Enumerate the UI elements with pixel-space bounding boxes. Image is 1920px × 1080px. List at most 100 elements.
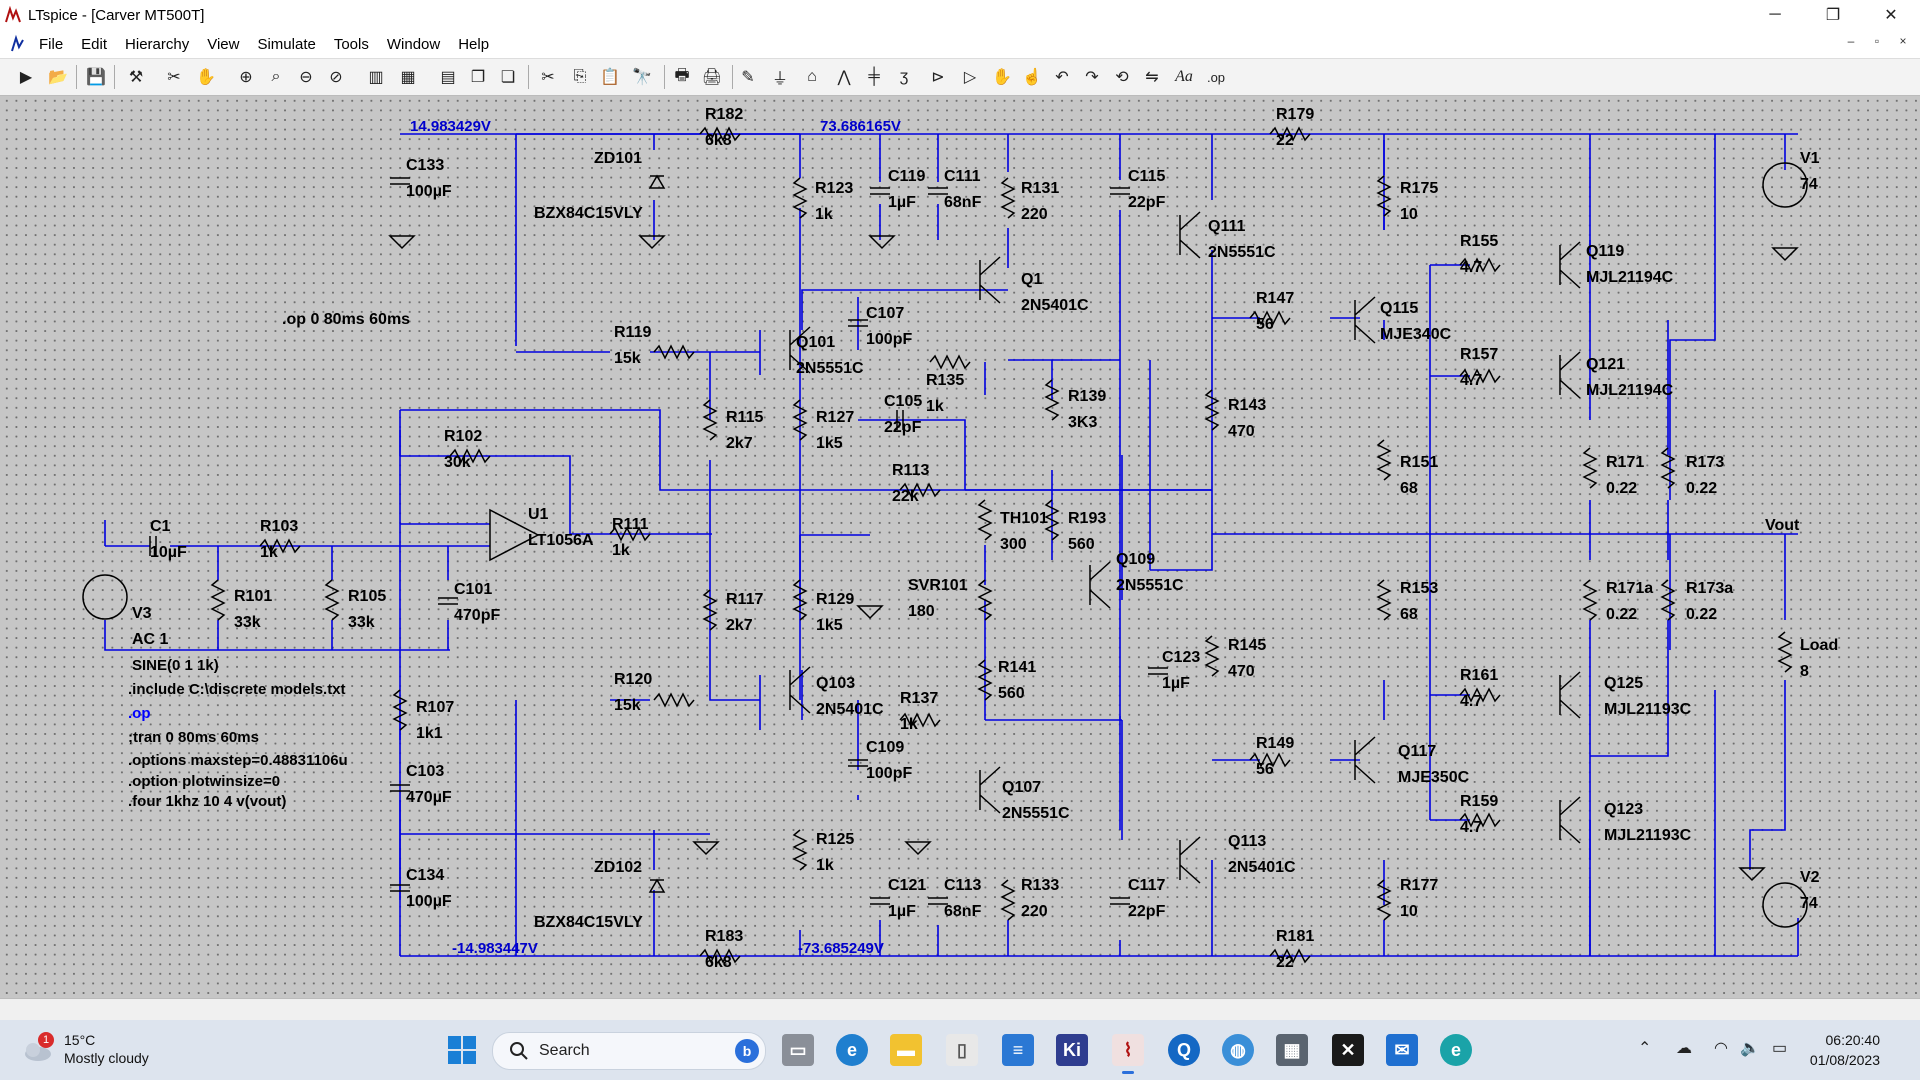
component-value-r113[interactable]: 22k [892, 488, 919, 505]
component-ref-r101[interactable]: R101 [234, 588, 272, 605]
component-value-q1[interactable]: 2N5401C [1021, 297, 1089, 314]
component-ref-q101[interactable]: Q101 [796, 334, 835, 351]
component-ref-q107[interactable]: Q107 [1002, 779, 1041, 796]
component-value-r151[interactable]: 68 [1400, 480, 1418, 497]
component-ref-r131[interactable]: R131 [1021, 180, 1059, 197]
component-value-r153[interactable]: 68 [1400, 606, 1418, 623]
restore-button[interactable]: ❐ [1825, 7, 1841, 24]
component-ref-r103[interactable]: R103 [260, 518, 298, 535]
component-ref-q119[interactable]: Q119 [1586, 243, 1624, 260]
component-ref-r153[interactable]: R153 [1400, 580, 1438, 597]
menu-tools[interactable]: Tools [333, 35, 369, 53]
component-ref-th101[interactable]: TH101 [1000, 510, 1048, 527]
clock[interactable]: 06:20:40 01/08/2023 [1810, 1030, 1880, 1070]
component-value-r107[interactable]: 1k1 [416, 725, 443, 742]
component-value-q121[interactable]: MJL21194C [1586, 382, 1674, 399]
component-value-c111[interactable]: 68nF [944, 194, 982, 211]
notepad-icon[interactable]: ▯ [946, 1034, 978, 1066]
component-value-c115[interactable]: 22pF [1128, 194, 1166, 211]
chevron-up-icon[interactable]: ⌃ [1638, 1040, 1652, 1057]
print-icon[interactable]: 🖶 [674, 66, 690, 84]
component-value-q113[interactable]: 2N5401C [1228, 859, 1296, 876]
component-ref-r102[interactable]: R102 [444, 428, 482, 445]
run-icon[interactable]: ▶ [19, 69, 33, 86]
component-ref-r143[interactable]: R143 [1228, 397, 1266, 414]
component-value-c121[interactable]: 1µF [888, 903, 916, 920]
bing-icon[interactable]: b [735, 1039, 759, 1063]
menu-edit[interactable]: Edit [81, 35, 108, 53]
component-ref-c107[interactable]: C107 [866, 305, 904, 322]
component-value-v3[interactable]: AC 1 [132, 631, 169, 648]
component-ref-svr101[interactable]: SVR101 [908, 577, 968, 594]
minimize-button[interactable]: ─ [1769, 6, 1781, 23]
component-ref-q111[interactable]: Q111 [1208, 218, 1245, 235]
component-ref-q1[interactable]: Q1 [1021, 271, 1042, 288]
ground-icon[interactable]: ⏚ [771, 71, 788, 88]
component-ref-r157[interactable]: R157 [1460, 346, 1498, 363]
component-ref-u1[interactable]: U1 [528, 506, 549, 523]
calculator-icon[interactable]: ▦ [1276, 1034, 1308, 1066]
component-value-svr101[interactable]: 180 [908, 603, 935, 620]
component-value-r182[interactable]: 6k8 [705, 132, 732, 149]
component-value-r127[interactable]: 1k5 [816, 435, 843, 452]
spice-directive-icon[interactable]: .op [1206, 69, 1226, 85]
start-button[interactable] [446, 1034, 478, 1066]
ltspice-taskbar-icon[interactable]: ⌇ [1112, 1034, 1144, 1074]
zoom-out-icon[interactable]: ⊖ [299, 69, 313, 86]
component-value-r119[interactable]: 15k [614, 350, 641, 367]
component-value-c103[interactable]: 470µF [406, 789, 452, 806]
component-ref-c121[interactable]: C121 [888, 877, 926, 894]
component-value-q119[interactable]: MJL21194C [1586, 269, 1674, 286]
component-ref-r175[interactable]: R175 [1400, 180, 1438, 197]
component-ref-c111[interactable]: C111 [944, 168, 981, 185]
component-value-q125[interactable]: MJL21193C [1604, 701, 1692, 718]
component-ref-r183[interactable]: R183 [705, 928, 743, 945]
cascade-icon[interactable]: ❏ [500, 69, 516, 86]
capcut-icon[interactable]: ✕ [1332, 1034, 1364, 1066]
component-ref-q115[interactable]: Q115 [1380, 300, 1418, 317]
mdi-restore-button[interactable]: ▫ [1874, 34, 1880, 48]
component-ref-zd102[interactable]: ZD102 [594, 859, 642, 876]
wifi-icon[interactable]: ◠ [1714, 1040, 1728, 1057]
component-value-r149[interactable]: 56 [1256, 761, 1274, 778]
tune-icon[interactable]: ▦ [400, 69, 416, 86]
source-text[interactable]: SINE(0 1 1k) [132, 657, 219, 674]
component-ref-r137[interactable]: R137 [900, 690, 938, 707]
component-value-r173[interactable]: 0.22 [1686, 480, 1717, 497]
component-value-r103[interactable]: 1k [260, 544, 278, 561]
component-value-u1[interactable]: LT1056A [528, 532, 594, 549]
component-ref-r182[interactable]: R182 [705, 106, 743, 123]
component-value-v2[interactable]: 74 [1800, 895, 1818, 912]
component-ref-q103[interactable]: Q103 [816, 675, 855, 692]
component-value-r131[interactable]: 220 [1021, 206, 1048, 223]
menu-help[interactable]: Help [458, 35, 490, 53]
capacitor-icon[interactable]: ╪ [868, 68, 880, 85]
component-ref-c109[interactable]: C109 [866, 739, 904, 756]
autorange-icon[interactable]: ▥ [368, 69, 384, 86]
component-value-q109[interactable]: 2N5551C [1116, 577, 1184, 594]
component-value-r193[interactable]: 560 [1068, 536, 1095, 553]
mdi-close-button[interactable]: × [1899, 34, 1907, 48]
component-value-q101[interactable]: 2N5551C [796, 360, 864, 377]
paste-icon[interactable]: 📋 [600, 69, 620, 86]
component-ref-r133[interactable]: R133 [1021, 877, 1059, 894]
drag-icon[interactable]: ☝ [1022, 69, 1042, 86]
menu-file[interactable]: File [39, 35, 64, 53]
component-ref-c103[interactable]: C103 [406, 763, 444, 780]
zoom-in-icon[interactable]: ⊕ [239, 69, 253, 86]
component-ref-c105[interactable]: C105 [884, 393, 922, 410]
component-ref-r105[interactable]: R105 [348, 588, 386, 605]
close-button[interactable]: ✕ [1884, 7, 1898, 24]
edge-icon[interactable]: e [1440, 1034, 1472, 1066]
tile-icon[interactable]: ❐ [470, 69, 486, 86]
component-value-q123[interactable]: MJL21193C [1604, 827, 1692, 844]
battery-icon[interactable]: ▭ [1772, 1040, 1788, 1057]
component-ref-r129[interactable]: R129 [816, 591, 854, 608]
halt-icon[interactable]: ✂ [167, 69, 181, 86]
component-ref-r179[interactable]: R179 [1276, 106, 1314, 123]
component-ref-c113[interactable]: C113 [944, 877, 981, 894]
zoom-fit-icon[interactable]: ⌕ [271, 68, 281, 85]
document-icon[interactable] [8, 34, 28, 54]
open-icon[interactable]: 📂 [48, 69, 68, 86]
component-value-r173a[interactable]: 0.22 [1686, 606, 1717, 623]
